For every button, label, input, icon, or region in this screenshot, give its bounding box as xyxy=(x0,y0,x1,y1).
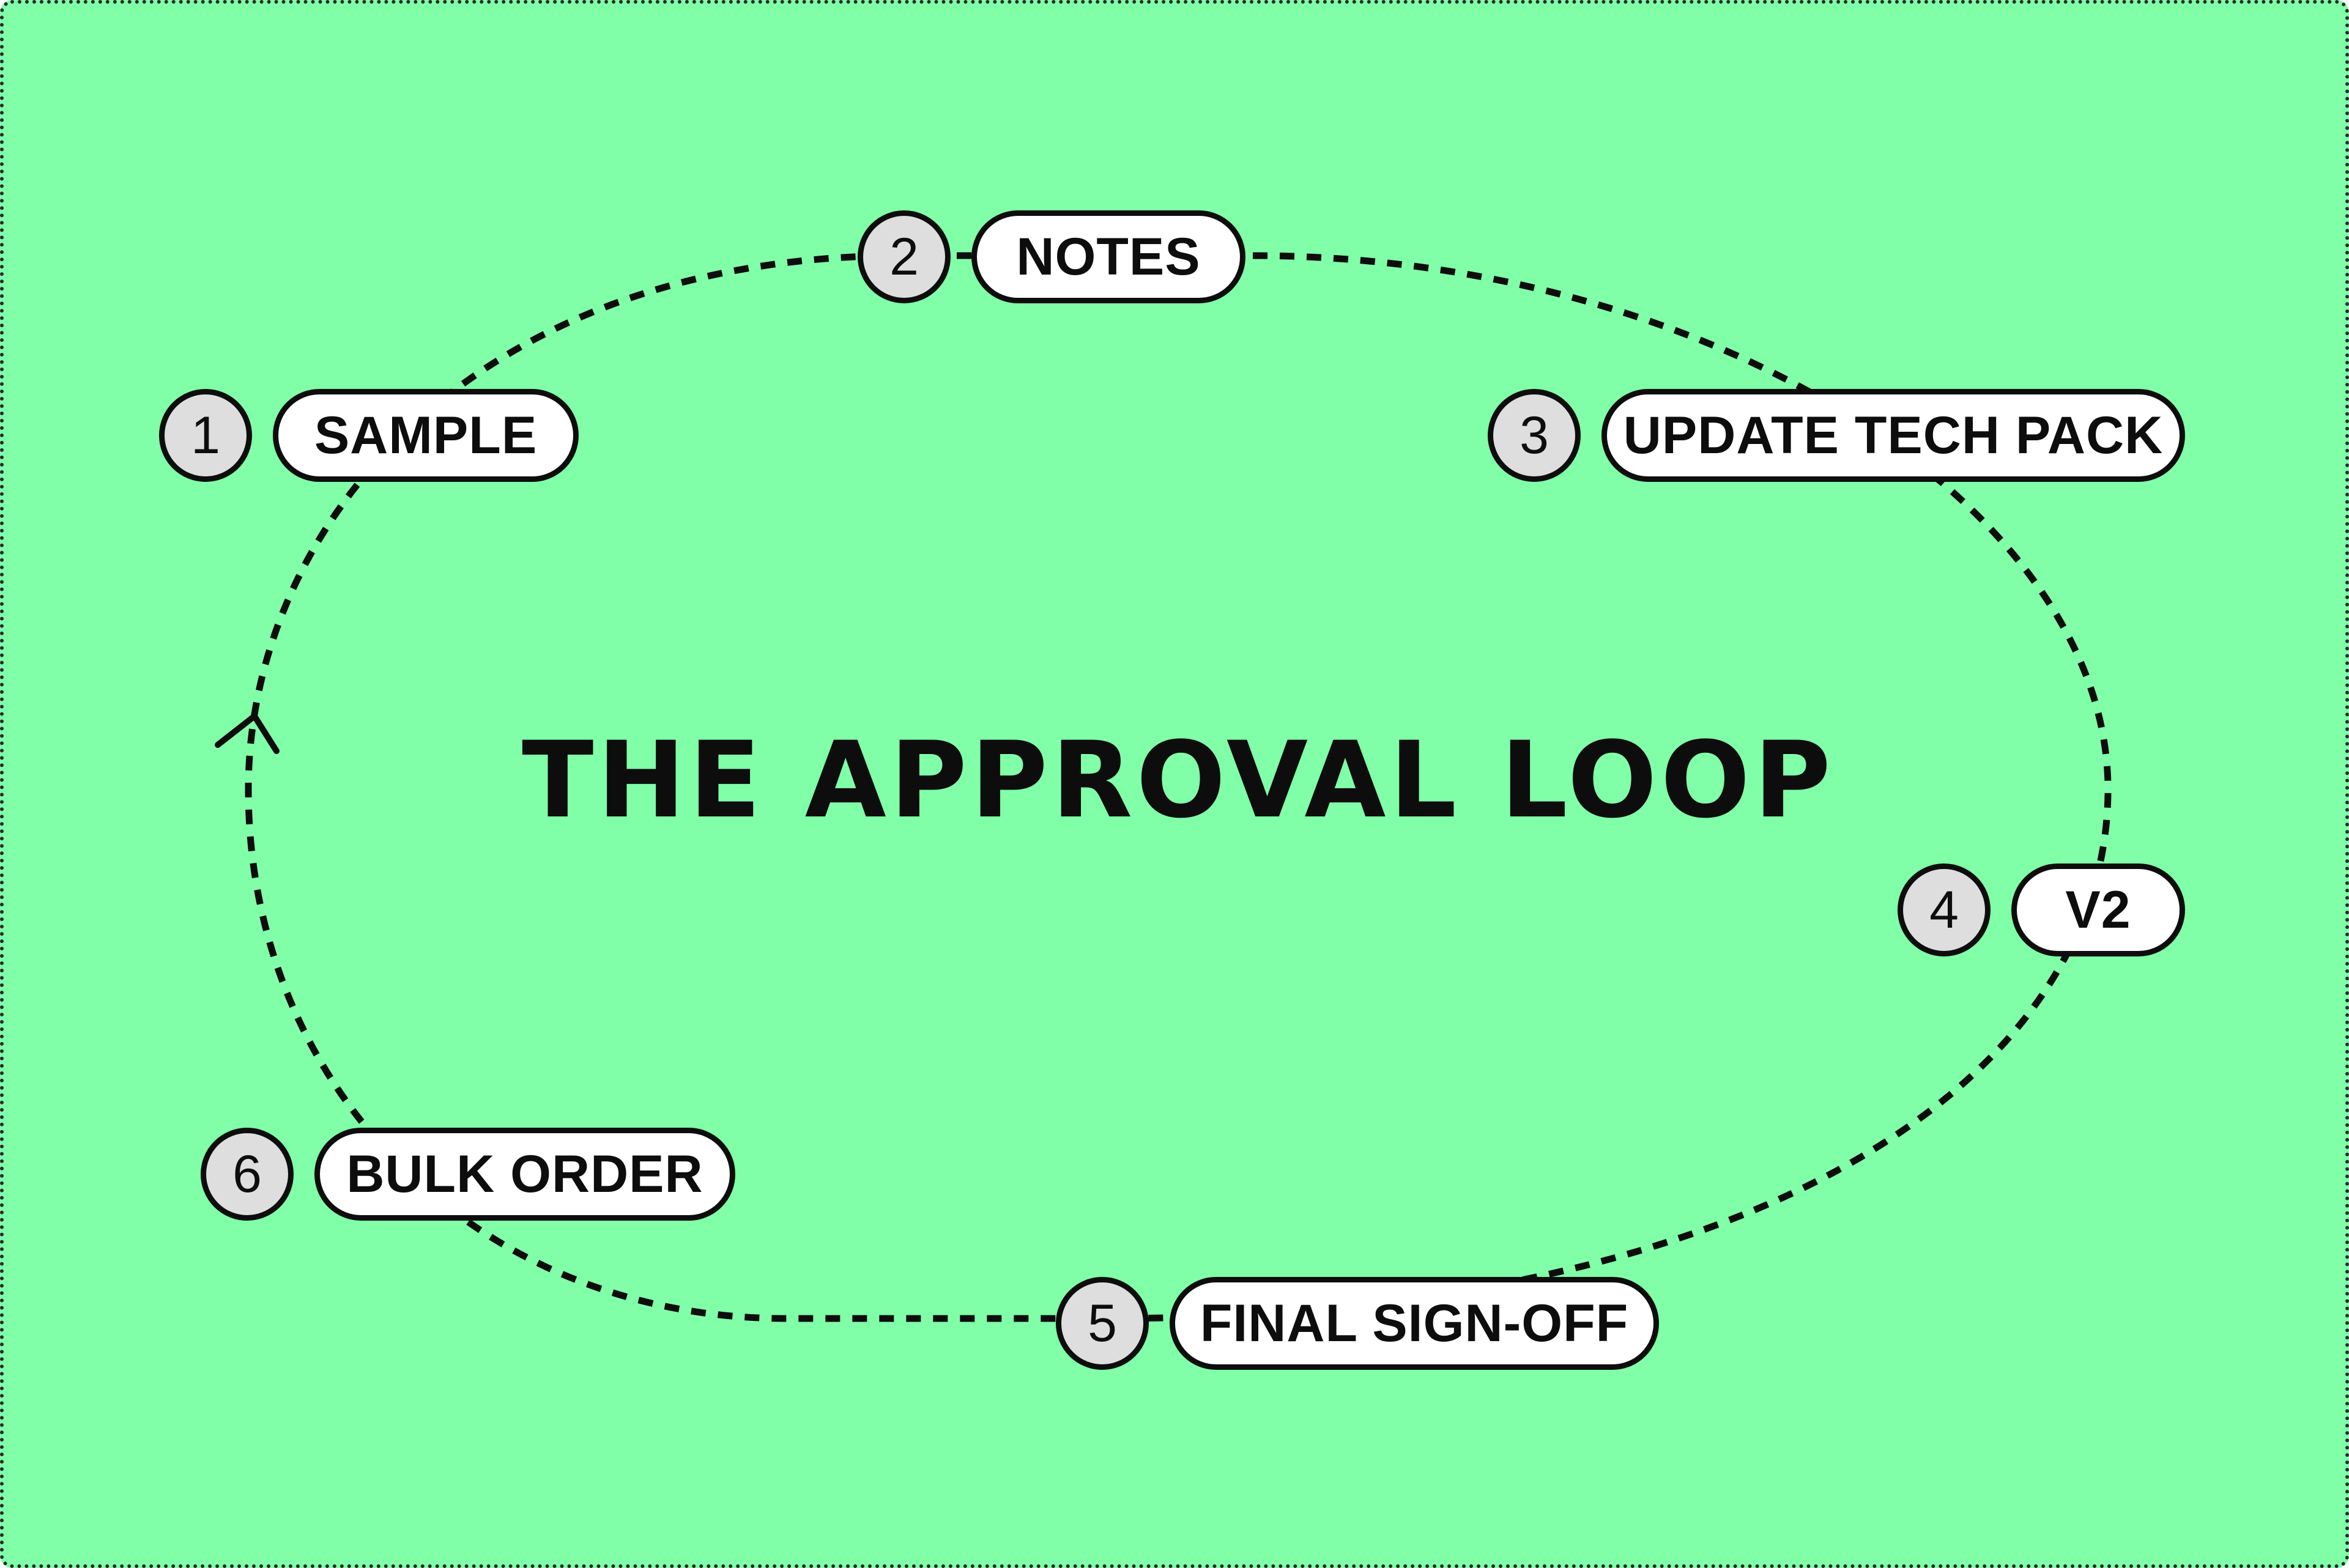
step-notes: 2 NOTES xyxy=(858,208,1245,306)
step-label-notes: NOTES xyxy=(971,210,1245,303)
step-number-5: 5 xyxy=(1056,1277,1149,1370)
step-number-1: 1 xyxy=(159,389,252,482)
step-label-bulk-order: BULK ORDER xyxy=(314,1128,735,1221)
step-label-sample: SAMPLE xyxy=(273,389,579,482)
step-number-3: 3 xyxy=(1488,389,1581,482)
step-label-v2: V2 xyxy=(2011,864,2185,956)
step-number-4: 4 xyxy=(1898,864,1991,956)
step-sample: 1 SAMPLE xyxy=(159,386,579,484)
step-label-final-sign-off: FINAL SIGN-OFF xyxy=(1170,1277,1659,1370)
step-number-6: 6 xyxy=(201,1128,294,1221)
loop-direction-arrow xyxy=(215,713,280,754)
step-final-sign-off: 5 FINAL SIGN-OFF xyxy=(1056,1274,1659,1372)
diagram-title: THE APPROVAL LOOP xyxy=(522,719,1835,841)
step-number-2: 2 xyxy=(858,210,951,303)
step-update-tech-pack: 3 UPDATE TECH PACK xyxy=(1488,386,2185,484)
step-v2: 4 V2 xyxy=(1898,861,2185,959)
step-bulk-order: 6 BULK ORDER xyxy=(201,1125,735,1223)
step-label-update-tech-pack: UPDATE TECH PACK xyxy=(1601,389,2185,482)
